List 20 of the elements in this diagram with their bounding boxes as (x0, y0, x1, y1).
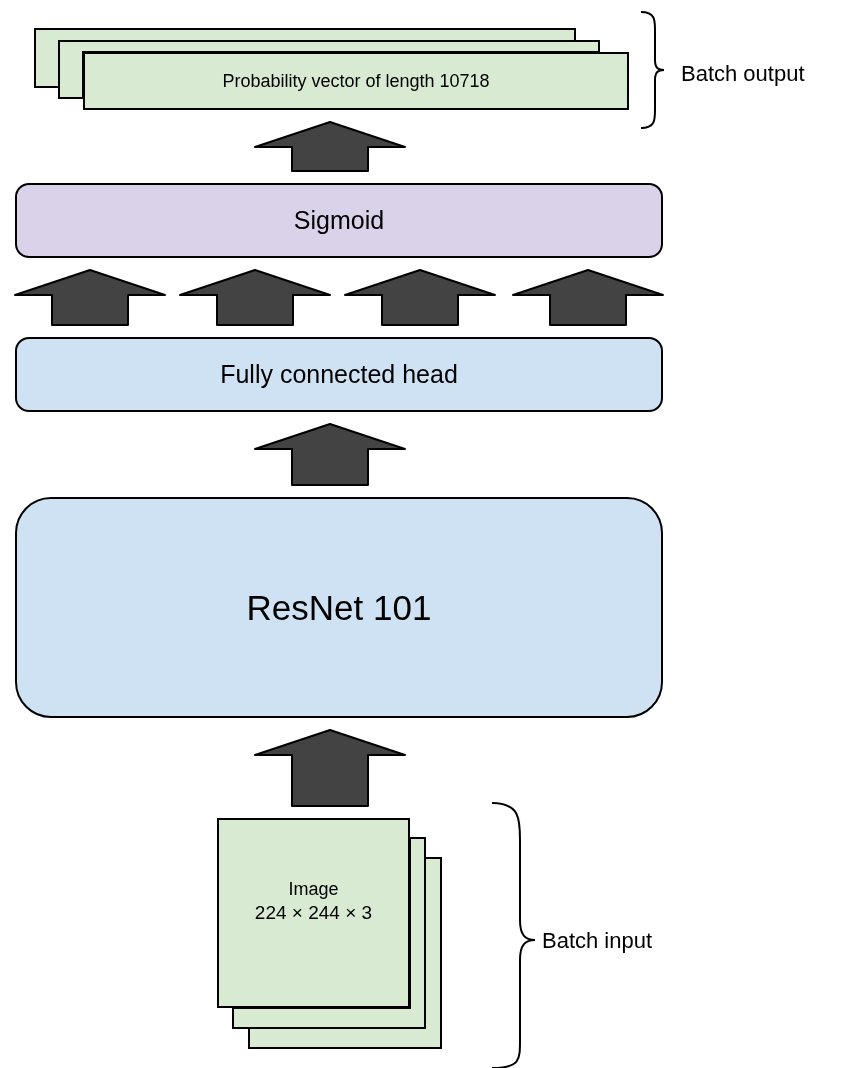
image-sheet (217, 818, 410, 1008)
node-title: Fully connected head (220, 358, 458, 390)
block-arrow (179, 269, 331, 326)
node-title: Sigmoid (293, 204, 385, 236)
block-arrow (254, 729, 406, 807)
sigmoid-box (15, 183, 663, 258)
block-arrow (254, 121, 406, 172)
block-arrow (344, 269, 496, 326)
block-arrow (254, 423, 406, 486)
brace-label: Batch output (681, 60, 805, 88)
block-arrow (512, 269, 664, 326)
node-title: Probability vector of length 10718 (222, 69, 490, 93)
node-dimensions: 224 × 244 × 3 (254, 900, 373, 925)
node-title: ResNet 101 (246, 586, 432, 629)
block-arrow (14, 269, 166, 326)
node-title: Image (288, 878, 339, 901)
output-vector-box (83, 52, 629, 110)
resnet-box (15, 497, 663, 718)
brace-label: Batch input (542, 927, 653, 955)
fc-head-box (15, 337, 663, 412)
